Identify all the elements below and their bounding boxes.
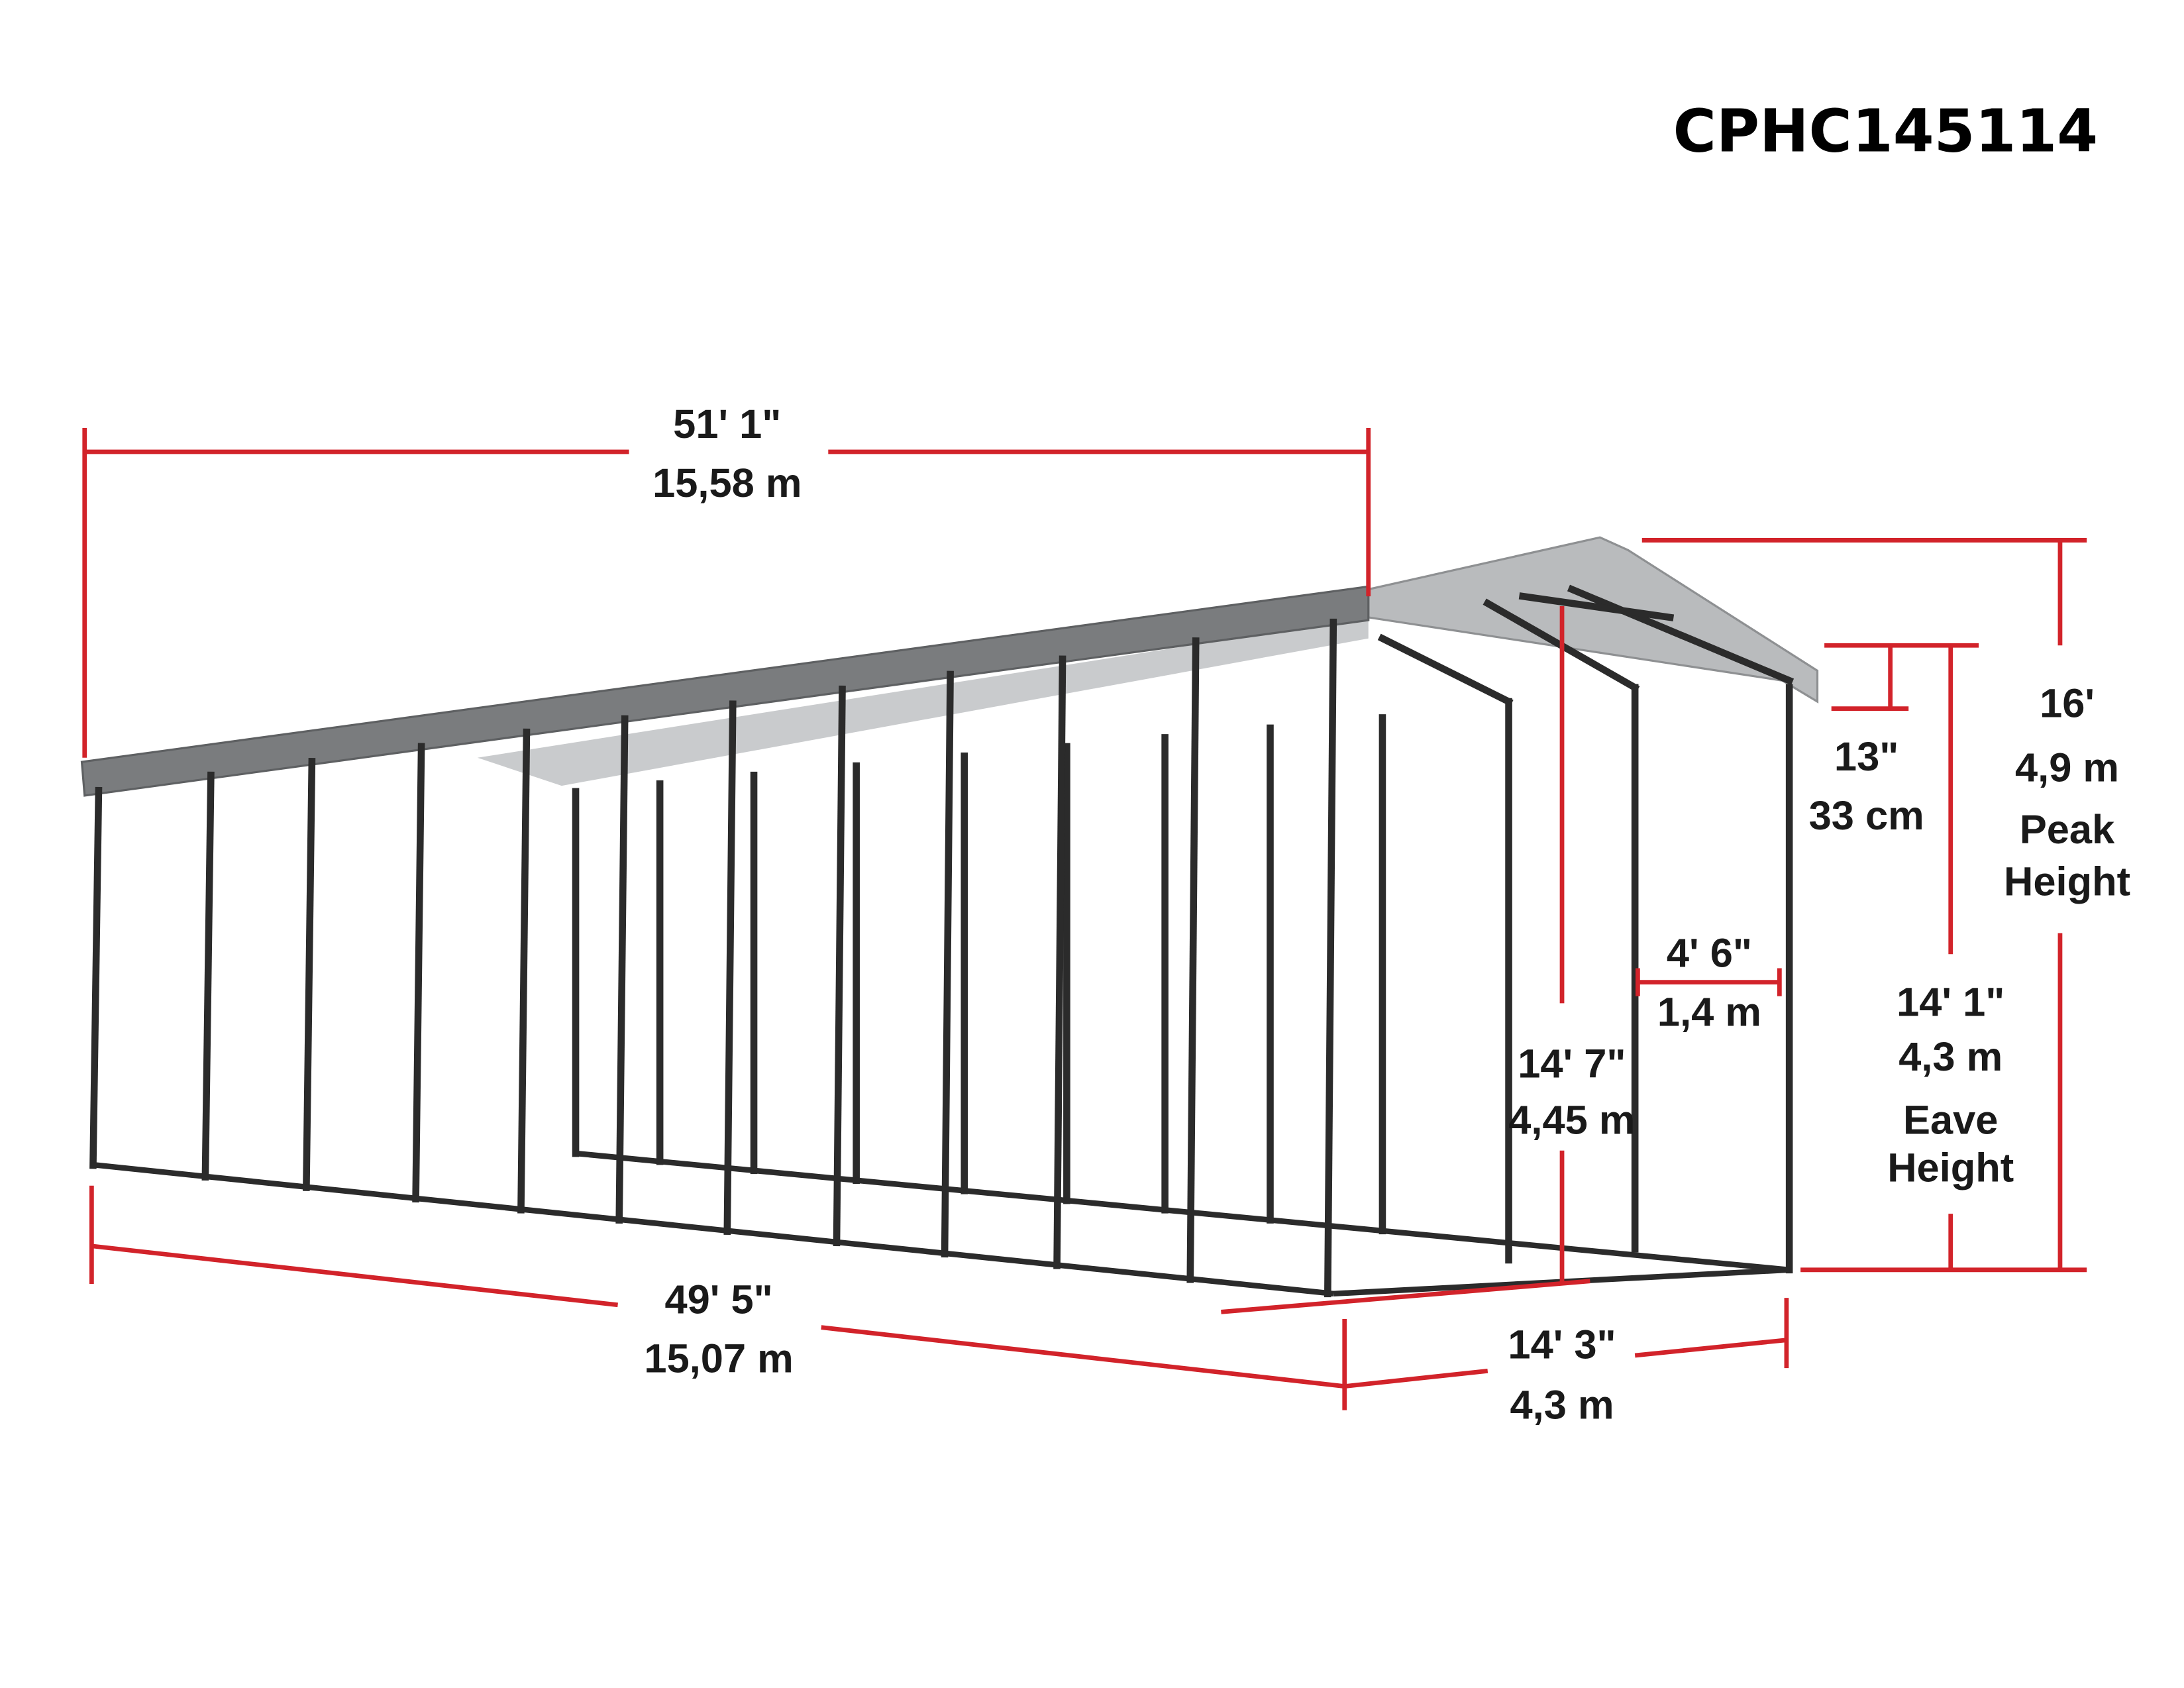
dimension-lines [82,428,2087,1410]
front-post [615,715,629,1224]
roof-rise-imperial: 13" [1834,734,1898,780]
front-post [833,685,846,1247]
front-post [1186,637,1200,1283]
dimension-labels: 51' 1" 15,58 m 49' 5" 15,07 m 14' 3" 4,3… [644,401,2130,1428]
base-width-imperial: 14' 3" [1508,1322,1616,1367]
eave-height-label-1: Eave [1903,1097,1998,1143]
base-length-metric: 15,07 m [644,1336,793,1381]
post-spacing-metric: 1,4 m [1657,989,1761,1035]
opening-height-metric: 4,45 m [1508,1097,1635,1143]
eave-height-label-2: Height [1887,1145,2014,1190]
peak-height-metric: 4,9 m [2015,745,2119,791]
back-base-rail [575,1150,1790,1273]
roof-underside [477,617,1369,786]
front-post [723,700,737,1235]
peak-height-imperial: 16' [2040,680,2095,726]
front-post [1324,618,1337,1298]
peak-height-label-1: Peak [2020,807,2115,853]
roof-rafter [1377,633,1514,707]
overall-length-imperial: 51' 1" [673,401,781,447]
roof-side-panel [80,585,1370,797]
base-width-metric: 4,3 m [1510,1382,1614,1428]
front-post [303,757,316,1191]
front-post [412,743,425,1203]
eave-height-imperial: 14' 1" [1897,979,2004,1025]
opening-height-imperial: 14' 7" [1518,1041,1626,1087]
front-post [201,771,215,1181]
model-number: CPHC145114 [1673,97,2098,166]
front-post [941,670,954,1258]
front-base-rail [91,1161,1334,1297]
post-spacing-imperial: 4' 6" [1667,930,1752,976]
roof-rise-metric: 33 cm [1809,793,1924,839]
roof-rafter [1567,584,1794,686]
carport-structure [80,536,1819,1298]
overall-length-metric: 15,58 m [652,460,802,506]
front-post [1053,655,1066,1269]
peak-height-label-2: Height [2004,859,2130,904]
front-post [89,786,103,1169]
front-post [517,728,531,1214]
roof-rafter [1518,592,1675,621]
eave-height-metric: 4,3 m [1898,1034,2002,1080]
base-length-imperial: 49' 5" [664,1277,772,1322]
roof-top-panel [1367,536,1819,704]
